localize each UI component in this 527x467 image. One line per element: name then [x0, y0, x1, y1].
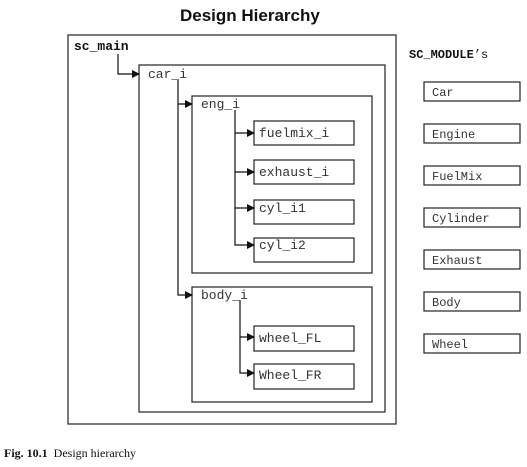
wheel-fl-label: wheel_FL — [259, 331, 321, 346]
eng-i-label: eng_i — [201, 97, 240, 112]
module-engine-box — [423, 123, 521, 144]
module-body-label: Body — [432, 296, 461, 310]
car-i-label: car_i — [148, 67, 187, 82]
module-fuelmix-label: FuelMix — [432, 170, 482, 184]
connector-eng-cyl1 — [234, 172, 255, 212]
figure-caption: Fig. 10.1 Design hierarchy — [4, 446, 136, 461]
cyl-i1-label: cyl_i1 — [259, 201, 306, 216]
wheel-fr-label: Wheel_FR — [259, 368, 322, 383]
modules-heading: SC_MODULE’s — [409, 48, 488, 62]
connector-main-car — [117, 54, 140, 78]
module-fuelmix-box — [423, 165, 521, 186]
module-car-box — [423, 81, 521, 102]
body-box — [191, 286, 373, 403]
connector-body-wheel-fl — [239, 300, 255, 341]
module-wheel-box — [423, 333, 521, 354]
body-i-label: body_i — [201, 288, 248, 303]
connector-eng-exhaust — [234, 133, 255, 176]
fuelmix-i-label: fuelmix_i — [259, 126, 329, 141]
connector-car-body — [177, 104, 193, 299]
sc-main-box — [67, 34, 397, 425]
module-exhaust-label: Exhaust — [432, 254, 482, 268]
cyl-i2-box — [253, 237, 355, 263]
module-car-label: Car — [432, 86, 454, 100]
cyl-i2-label: cyl_i2 — [259, 238, 306, 253]
cyl-i1-box — [253, 199, 355, 225]
exhaust-i-label: exhaust_i — [259, 165, 329, 180]
figure-label: Fig. 10.1 — [4, 446, 48, 460]
connector-eng-cyl2 — [234, 208, 255, 249]
module-body-box — [423, 291, 521, 312]
car-box — [138, 64, 386, 413]
sc-main-label: sc_main — [74, 39, 129, 54]
connector-body-wheel-fr — [239, 337, 255, 377]
module-engine-label: Engine — [432, 128, 475, 142]
connector-eng-fuelmix — [234, 110, 255, 137]
module-exhaust-box — [423, 249, 521, 270]
diagram-title: Design Hierarchy — [180, 6, 320, 25]
eng-box — [191, 95, 373, 274]
module-cylinder-box — [423, 207, 521, 228]
module-wheel-label: Wheel — [432, 338, 468, 352]
connector-car-eng — [177, 80, 193, 108]
module-cylinder-label: Cylinder — [432, 212, 490, 226]
figure-caption-text: Design hierarchy — [53, 446, 136, 460]
